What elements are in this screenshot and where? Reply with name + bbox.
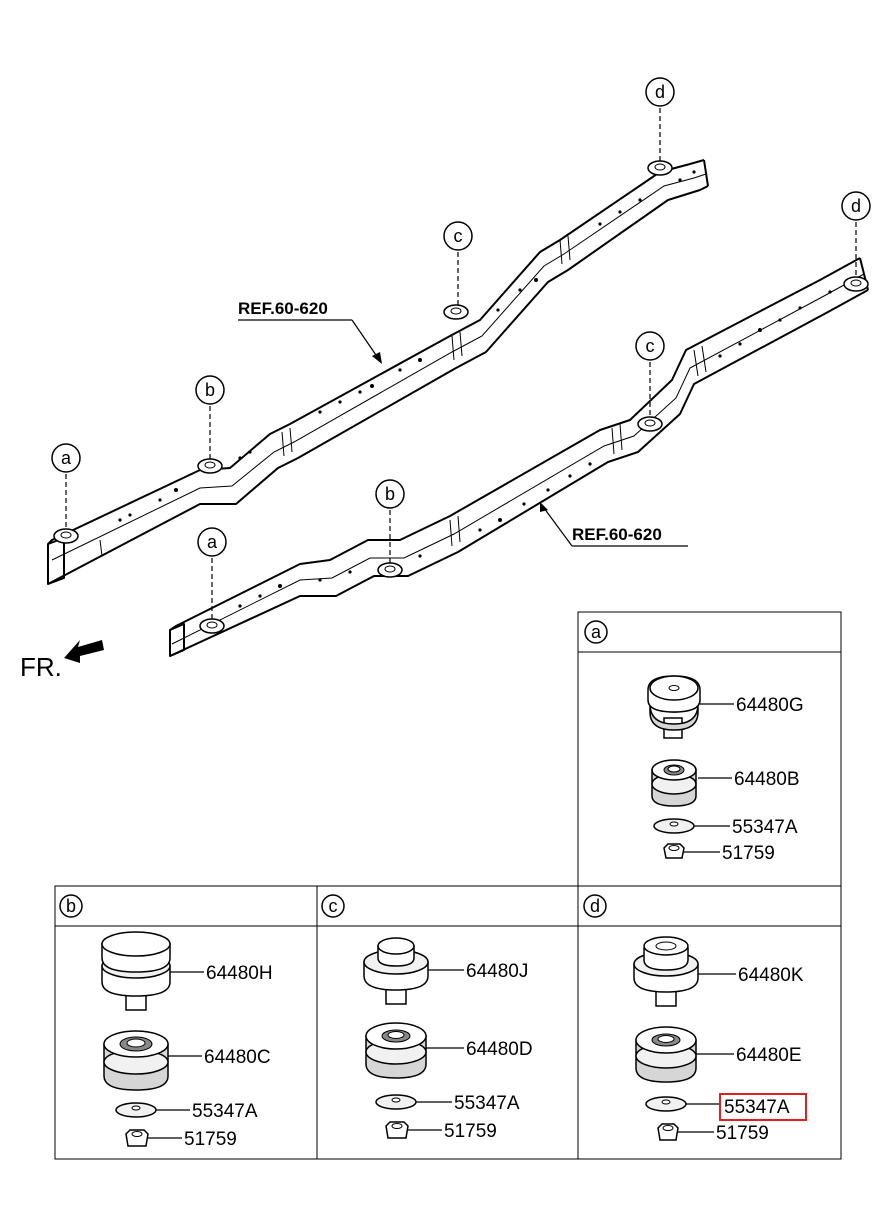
callout-d-lower[interactable] (841, 191, 871, 221)
ref-label-upper[interactable]: REF.60-620 (238, 299, 382, 364)
panel-d: d 64480K 64480E 55347A (583, 894, 807, 1144)
part-label-51759-d[interactable]: 51759 (716, 1123, 769, 1144)
callout-c-upper[interactable] (443, 221, 473, 251)
part-label-64480G[interactable]: 64480G (736, 695, 804, 716)
part-51759-b-icon[interactable] (125, 1129, 149, 1147)
part-label-64480H[interactable]: 64480H (206, 963, 273, 984)
panel-c: c 64480J 64480D 55347A (321, 894, 533, 1142)
part-label-51759-c[interactable]: 51759 (444, 1121, 497, 1142)
detail-panels-grid (54, 611, 842, 1160)
callout-a-lower[interactable] (197, 527, 227, 557)
svg-text:a: a (591, 622, 602, 642)
svg-text:a: a (61, 448, 72, 468)
part-label-64480J[interactable]: 64480J (466, 961, 528, 982)
part-label-64480K[interactable]: 64480K (738, 965, 804, 986)
part-label-64480B[interactable]: 64480B (734, 769, 800, 790)
panel-b-badge (59, 894, 83, 918)
front-arrow-icon (64, 640, 104, 663)
panel-d-badge (583, 894, 607, 918)
callout-d-upper[interactable] (645, 77, 675, 107)
panel-a: a 64480G 64480B 55347A (584, 620, 804, 864)
svg-text:d: d (851, 196, 861, 216)
part-55347A-d-icon[interactable] (645, 1096, 687, 1112)
svg-text:a: a (207, 532, 218, 552)
part-64480E-icon[interactable] (635, 1026, 697, 1083)
callout-b-upper[interactable] (195, 375, 225, 405)
part-64480H-icon[interactable] (101, 931, 171, 1011)
part-label-55347A-b[interactable]: 55347A (192, 1101, 258, 1122)
part-label-64480C[interactable]: 64480C (204, 1047, 271, 1068)
part-55347A-b-icon[interactable] (115, 1102, 157, 1118)
callout-a-upper[interactable] (51, 443, 81, 473)
part-label-51759-a[interactable]: 51759 (722, 843, 775, 864)
svg-text:b: b (385, 484, 395, 504)
svg-text:d: d (655, 82, 665, 102)
svg-text:REF.60-620: REF.60-620 (572, 525, 662, 544)
part-label-64480D[interactable]: 64480D (466, 1039, 533, 1060)
part-64480D-icon[interactable] (365, 1022, 427, 1079)
svg-text:c: c (329, 896, 338, 916)
frame-rail-upper (47, 159, 709, 585)
part-51759-d-icon[interactable] (657, 1123, 679, 1141)
svg-text:b: b (66, 896, 76, 916)
part-51759-a-icon[interactable] (663, 843, 685, 859)
part-label-55347A-a[interactable]: 55347A (732, 817, 798, 838)
panel-c-badge (321, 894, 345, 918)
panel-b: b 64480H 64480C 55347A (59, 894, 273, 1150)
svg-text:c: c (646, 336, 655, 356)
ref-label-lower[interactable]: REF.60-620 (540, 502, 688, 547)
callout-b-lower[interactable] (375, 479, 405, 509)
part-55347A-c-icon[interactable] (375, 1094, 417, 1110)
frame-rail-lower (169, 257, 869, 657)
front-direction-indicator: FR. (20, 640, 104, 682)
part-label-64480E[interactable]: 64480E (736, 1045, 802, 1066)
frame-callouts: a b c d a b c d (51, 77, 871, 620)
svg-text:FR.: FR. (20, 652, 62, 682)
part-64480B-icon[interactable] (651, 759, 697, 807)
part-64480K-icon[interactable] (633, 936, 699, 1007)
panel-a-badge (584, 620, 608, 644)
svg-text:d: d (590, 896, 600, 916)
callout-c-lower[interactable] (635, 331, 665, 361)
part-64480J-icon[interactable] (363, 937, 429, 1005)
part-64480C-icon[interactable] (103, 1030, 169, 1091)
svg-text:REF.60-620: REF.60-620 (238, 299, 328, 318)
part-label-55347A-c[interactable]: 55347A (454, 1093, 520, 1114)
part-55347A-a-icon[interactable] (653, 818, 695, 834)
part-64480G-icon[interactable] (647, 675, 701, 739)
part-51759-c-icon[interactable] (385, 1121, 409, 1139)
svg-text:b: b (205, 380, 215, 400)
part-label-55347A-d-highlighted[interactable]: 55347A (724, 1097, 790, 1118)
part-label-51759-b[interactable]: 51759 (184, 1129, 237, 1150)
svg-text:c: c (454, 226, 463, 246)
highlight-box (719, 1093, 807, 1121)
